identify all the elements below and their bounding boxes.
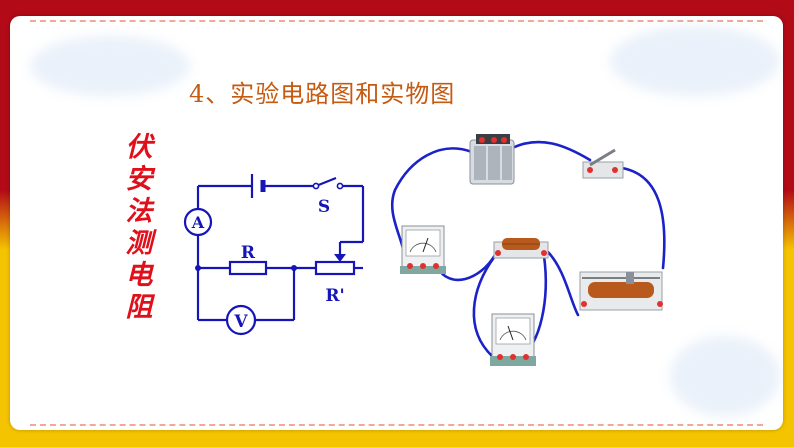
voltmeter-device: [490, 313, 536, 366]
knife-switch: [582, 148, 624, 179]
resistor-device: [493, 238, 549, 259]
slide-panel: [10, 16, 783, 430]
junction-dot: [195, 265, 201, 271]
junction-dot: [291, 265, 297, 271]
wire: [546, 250, 580, 317]
voltmeter-symbol: [225, 304, 257, 336]
background-cloud: [670, 336, 780, 416]
slider-arrow: [334, 254, 346, 262]
ammeter-symbol: [183, 207, 213, 237]
rheostat-device: [579, 271, 663, 311]
background-cloud: [30, 36, 190, 96]
voltmeter-label: V: [233, 312, 248, 332]
switch-contact: [336, 182, 344, 190]
bottom-dashed-border: [30, 424, 763, 426]
resistor-label: R: [241, 243, 256, 263]
side-title: 伏安法测电阻: [125, 132, 153, 323]
wire: [472, 254, 497, 358]
rheostat: [314, 260, 356, 276]
top-dashed-border: [30, 20, 763, 22]
switch-blade: [315, 176, 337, 188]
wire: [620, 166, 666, 270]
background-cloud: [610, 26, 780, 96]
wire: [390, 147, 474, 264]
battery-pack: [469, 134, 515, 185]
slide-title: 4、实验电路图和实物图: [189, 80, 456, 108]
ammeter-device: [400, 225, 446, 274]
switch-contact: [312, 182, 320, 190]
switch-label: S: [318, 197, 330, 217]
wire: [510, 140, 592, 162]
resistor-r: [228, 260, 268, 276]
ammeter-label: A: [191, 213, 205, 232]
rheostat-label: R': [325, 286, 344, 306]
